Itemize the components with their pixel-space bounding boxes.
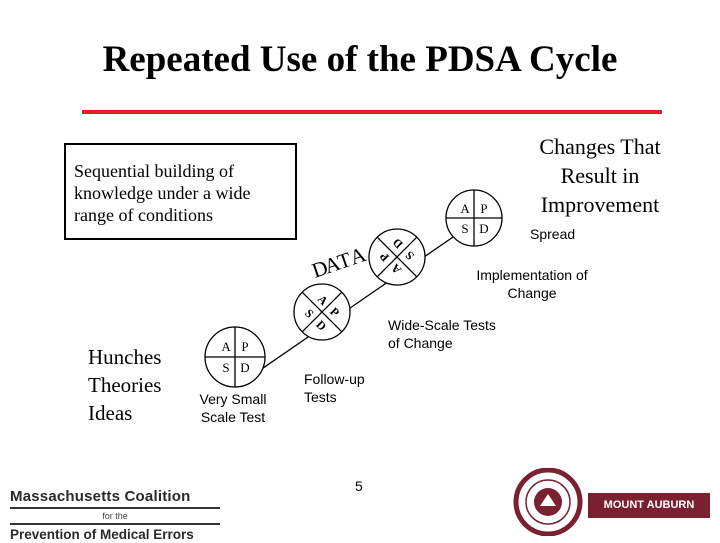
logo-line-2: for the xyxy=(102,511,128,521)
label-line: Very Small xyxy=(199,391,267,407)
pdsa-cycle-wide-scale: A P S D xyxy=(368,228,426,286)
slide-title: Repeated Use of the PDSA Cycle xyxy=(102,39,618,80)
knowledge-box-text: Sequential building of knowledge under a… xyxy=(74,161,251,225)
logo-divider xyxy=(10,507,220,509)
cycle-letter-d: D xyxy=(240,360,249,375)
pdsa-cycle-very-small: A P S D xyxy=(204,326,266,388)
label-line: Implementation of xyxy=(476,267,588,283)
logo-line-1: Massachusetts Coalition xyxy=(10,488,191,505)
mass-coalition-logo: Massachusetts Coalition for the Preventi… xyxy=(10,488,220,542)
label-line: of Change xyxy=(388,335,453,351)
hunches-label: Hunches Theories Ideas xyxy=(88,343,161,427)
follow-up-tests-label: Follow-up Tests xyxy=(304,370,365,406)
title-underline xyxy=(82,110,662,114)
label-line: Result in xyxy=(560,163,640,188)
cycle-letter-p: P xyxy=(480,201,487,216)
logo-divider xyxy=(10,523,220,525)
label-line: Changes That xyxy=(539,134,661,159)
cycle-letter-d: D xyxy=(479,221,488,236)
knowledge-box xyxy=(64,143,297,240)
very-small-test-label: Very Small Scale Test xyxy=(190,390,276,426)
label-line: Follow-up xyxy=(304,371,365,387)
page-number: 5 xyxy=(355,478,363,494)
spread-label: Spread xyxy=(530,226,576,242)
cycle-letter-p: P xyxy=(241,339,248,354)
logo-line-3: Prevention of Medical Errors xyxy=(10,527,194,542)
data-letter-d: D xyxy=(309,255,331,283)
hunches-line: Hunches xyxy=(88,345,162,369)
mount-auburn-hospital-logo: MOUNT AUBURN HOSPITAL xyxy=(588,493,710,536)
theories-line: Theories xyxy=(88,373,162,397)
cycle-letter-s: S xyxy=(461,221,468,236)
wide-scale-tests-label: Wide-Scale Tests of Change xyxy=(388,316,496,352)
cycle-letter-a: A xyxy=(221,339,231,354)
mount-auburn-seal-icon xyxy=(513,468,583,536)
pdsa-cycle-follow-up: A P S D xyxy=(293,283,351,341)
label-line: Wide-Scale Tests xyxy=(388,317,496,333)
implementation-label: Implementation of Change xyxy=(452,266,612,302)
data-label: D A T A xyxy=(309,242,370,283)
cycle-letter-s: S xyxy=(222,360,229,375)
label-line: Improvement xyxy=(540,192,660,217)
label-line: Change xyxy=(507,285,557,301)
ideas-line: Ideas xyxy=(88,401,133,425)
label-line: Scale Test xyxy=(200,409,266,425)
label-line: Tests xyxy=(304,389,337,405)
cycle-letter-a: A xyxy=(460,201,470,216)
changes-result-label: Changes That Result in Improvement xyxy=(525,132,675,219)
pdsa-cycle-implementation: A P S D xyxy=(445,189,503,247)
